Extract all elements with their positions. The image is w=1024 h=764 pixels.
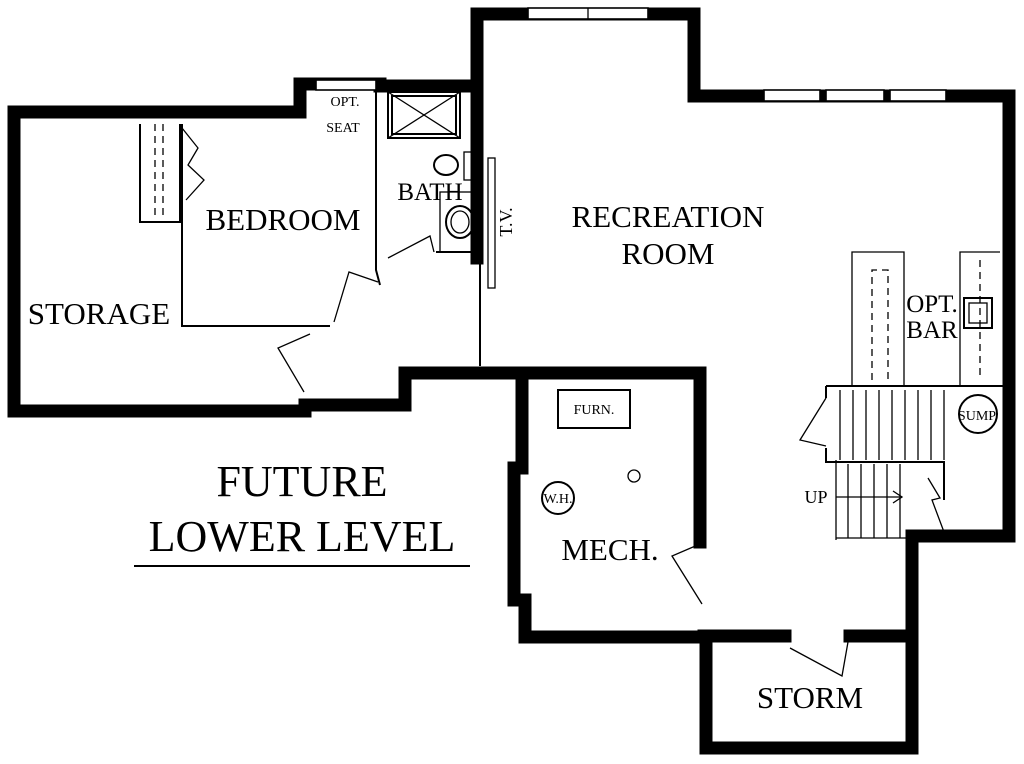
opt-seat-label-line1: OPT. [331, 95, 360, 110]
stairs [835, 390, 945, 540]
interior-walls [139, 90, 1005, 500]
opt-bar-counters [851, 251, 1000, 386]
windows [315, 7, 947, 102]
bath-label: BATH [397, 179, 462, 206]
labels: STORAGE BEDROOM BATH OPT. SEAT T.V. RECR… [28, 95, 996, 715]
plan-title-line1: FUTURE [216, 457, 387, 506]
opt-bar-label-line1: OPT. [906, 291, 958, 318]
plan-title-line2: LOWER LEVEL [149, 512, 456, 561]
storage-label: STORAGE [28, 296, 170, 331]
sump-pit [958, 394, 998, 434]
recreation-room-label-line2: ROOM [621, 236, 714, 271]
bedroom-label: BEDROOM [205, 202, 360, 237]
walls [7, 7, 1016, 755]
recreation-room-label-line1: RECREATION [572, 199, 765, 234]
bath-fixtures [387, 91, 479, 253]
sump-label: SUMP [958, 409, 996, 424]
stair-up-label: UP [804, 487, 827, 507]
water-heater-label: W.H. [543, 492, 572, 507]
storm-label: STORM [757, 680, 863, 715]
mechanical-equipment [541, 389, 641, 515]
opt-bar-label-line2: BAR [906, 317, 958, 344]
tv-label: T.V. [496, 207, 516, 236]
doors [154, 124, 849, 677]
furnace-label: FURN. [574, 403, 615, 418]
tv-wall [487, 157, 496, 289]
opt-seat-label-line2: SEAT [326, 121, 360, 136]
mech-label: MECH. [561, 532, 658, 567]
